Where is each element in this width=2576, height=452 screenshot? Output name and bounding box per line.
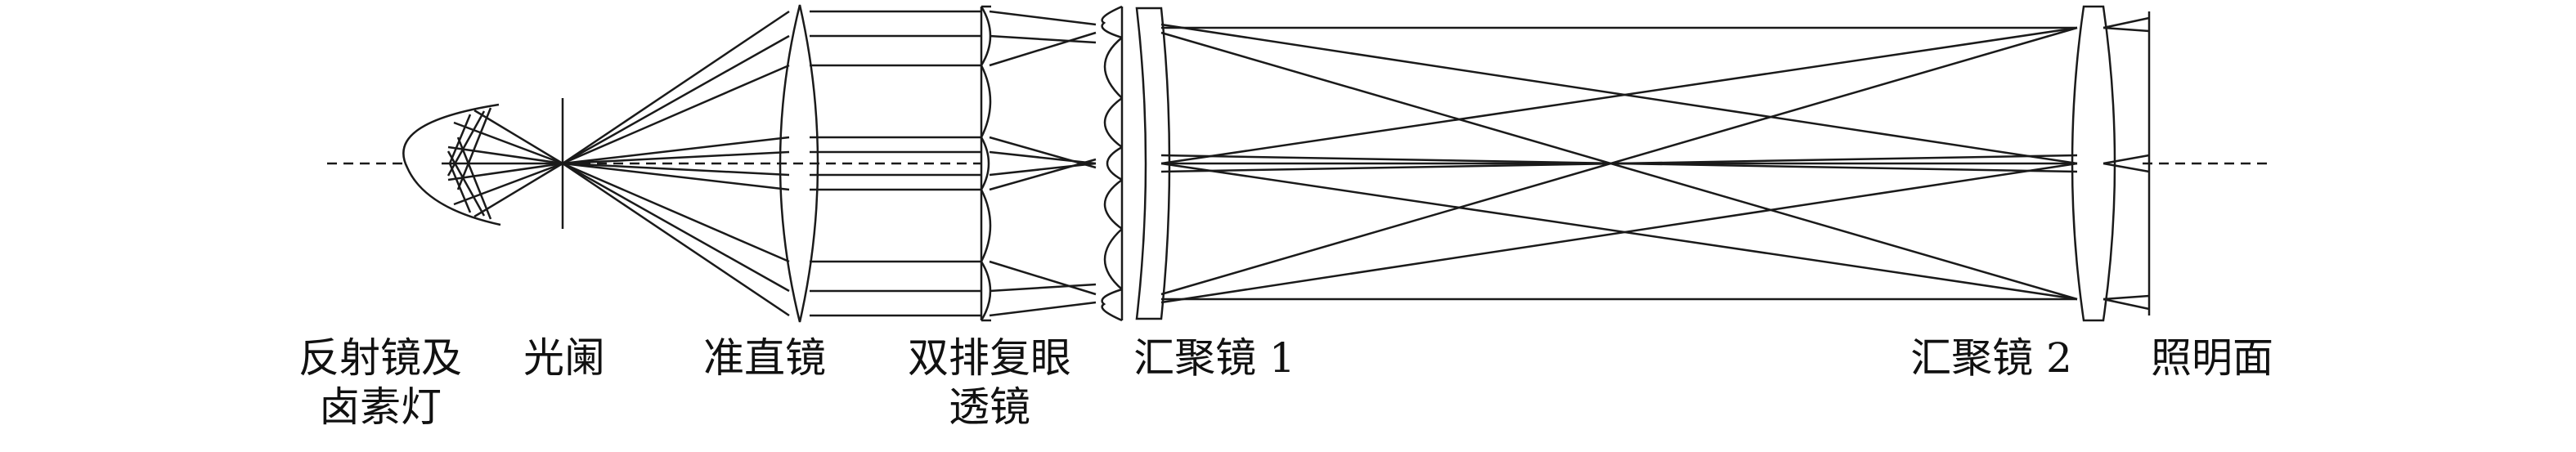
label-collimator: 准直镜 xyxy=(691,333,838,383)
rays-aperture-to-collimator xyxy=(562,10,790,317)
condenser-lens-1 xyxy=(1135,7,1171,320)
label-condenser-1: 汇聚镜 1 xyxy=(1120,333,1308,383)
label-reflector-lamp: 反射镜及 卤素灯 xyxy=(294,333,466,432)
label-condenser-1-text: 汇聚镜 1 xyxy=(1133,334,1295,382)
rays-to-illumination-plane xyxy=(2103,16,2150,311)
label-fly-eye-line1: 双排复眼 xyxy=(908,334,1071,382)
reflector-and-lamp xyxy=(402,103,563,226)
label-aperture: 光阑 xyxy=(511,333,617,383)
condenser-lens-2 xyxy=(2071,5,2116,322)
rays-between-fly-eyes xyxy=(989,10,1097,317)
label-condenser-2: 汇聚镜 2 xyxy=(1897,333,2085,383)
fly-eye-array-2 xyxy=(1101,5,1124,322)
fly-eye-array-1 xyxy=(980,5,992,322)
label-reflector-lamp-line1: 反射镜及 xyxy=(298,334,462,382)
collimated-beam xyxy=(810,10,981,317)
label-collimator-text: 准直镜 xyxy=(703,334,826,382)
label-fly-eye-lens: 双排复眼 透镜 xyxy=(891,333,1088,432)
label-illumination-plane-text: 照明面 xyxy=(2151,334,2273,382)
label-reflector-lamp-line2: 卤素灯 xyxy=(319,383,442,431)
label-condenser-2-text: 汇聚镜 2 xyxy=(1910,334,2072,382)
label-fly-eye-line2: 透镜 xyxy=(949,383,1030,431)
label-illumination-plane: 照明面 xyxy=(2138,333,2286,383)
collimator-lens xyxy=(779,4,819,323)
rays-condenser-1-to-2 xyxy=(1160,23,2078,304)
label-aperture-text: 光阑 xyxy=(523,334,605,382)
